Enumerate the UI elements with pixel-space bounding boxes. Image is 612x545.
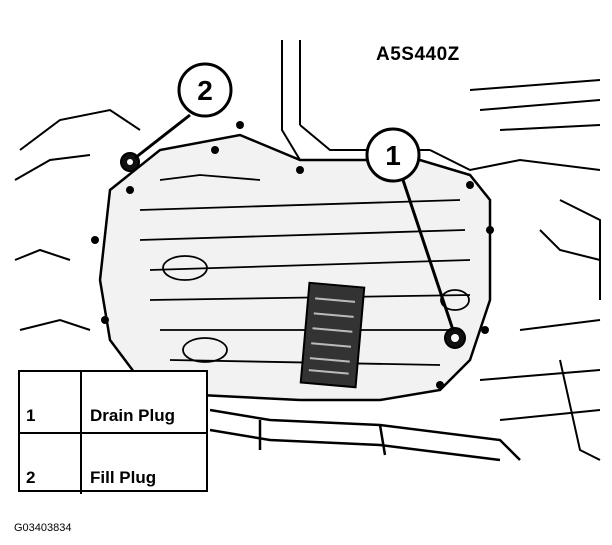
fill-plug	[120, 152, 140, 172]
legend-number: 1	[26, 406, 36, 425]
figure-id: G03403834	[14, 522, 72, 534]
identification-tag	[299, 281, 366, 389]
callout-2: 2	[177, 62, 233, 118]
pan-bolts	[91, 121, 494, 389]
legend-label: Drain Plug	[90, 406, 176, 425]
legend-row: 2 Fill Plug	[20, 432, 206, 494]
legend-row: 1 Drain Plug	[20, 372, 206, 432]
callout-1: 1	[365, 127, 421, 183]
drain-plug	[444, 327, 466, 349]
legend-number-cell: 1	[20, 372, 82, 432]
callout-1-leader	[401, 179, 455, 331]
legend-table: 1 Drain Plug 2 Fill Plug	[18, 370, 208, 494]
crossmember	[209, 408, 521, 462]
legend-number-cell: 2	[20, 434, 82, 494]
callout-2-number: 2	[197, 75, 213, 106]
model-code: A5S440Z	[376, 44, 460, 65]
legend-label: Fill Plug	[90, 468, 157, 487]
callout-1-number: 1	[385, 140, 401, 171]
legend-number: 2	[26, 468, 36, 487]
callout-2-leader	[134, 113, 191, 160]
chassis-lines	[14, 40, 601, 461]
